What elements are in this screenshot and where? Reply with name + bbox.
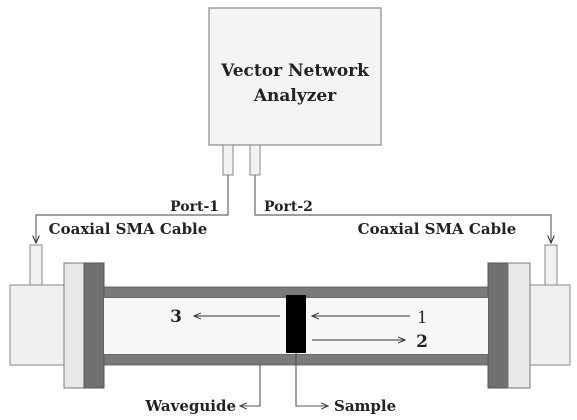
wave-1-label: 1 (417, 307, 427, 328)
port-2-label: Port-2 (264, 199, 313, 215)
sample-block (286, 295, 306, 353)
analyzer-title-line1: Vector Network (220, 61, 370, 81)
port-1-label: Port-1 (170, 199, 219, 215)
right-cable-label: Coaxial SMA Cable (358, 220, 517, 238)
right-sma-connector (544, 244, 558, 286)
left-outer-flange (63, 262, 85, 389)
sample-leader (295, 353, 328, 406)
wave-3-label: 3 (170, 307, 182, 327)
right-cable-wire (254, 175, 551, 243)
left-adapter (9, 284, 66, 366)
wave-2-label: 2 (416, 332, 428, 352)
right-adapter (529, 284, 571, 366)
right-inner-flange (487, 262, 509, 389)
left-sma-connector (29, 244, 43, 286)
port-1-connector (222, 144, 234, 176)
left-inner-flange (83, 262, 105, 389)
right-outer-flange (507, 262, 531, 389)
waveguide-label: Waveguide (144, 397, 236, 415)
waveguide-leader (240, 365, 261, 406)
left-cable-wire (36, 175, 229, 243)
analyzer-title-line2: Analyzer (253, 86, 337, 106)
port-2-connector (249, 144, 261, 176)
vector-network-analyzer: Vector Network Analyzer (208, 7, 382, 146)
left-cable-label: Coaxial SMA Cable (49, 220, 208, 238)
sample-label: Sample (334, 397, 396, 415)
